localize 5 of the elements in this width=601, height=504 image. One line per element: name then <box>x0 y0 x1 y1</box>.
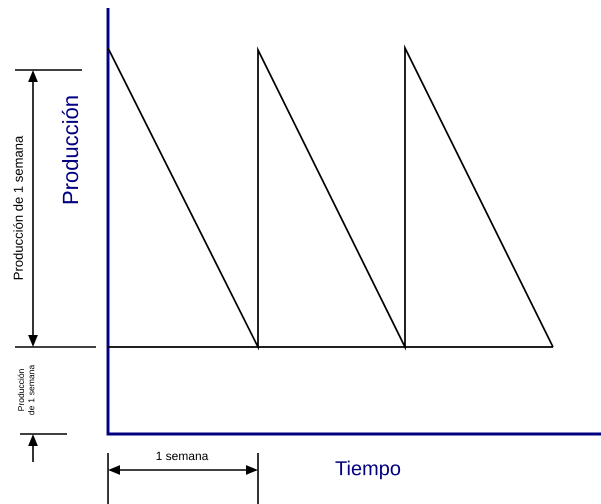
axis-label: Producción <box>62 96 78 204</box>
axis-label: Tiempo <box>335 460 400 480</box>
dimension-label: Producción de 1 semana <box>13 136 23 280</box>
dimension-label: Producción de 1 semana <box>18 364 34 415</box>
dimension-label: 1 semana <box>156 452 208 460</box>
